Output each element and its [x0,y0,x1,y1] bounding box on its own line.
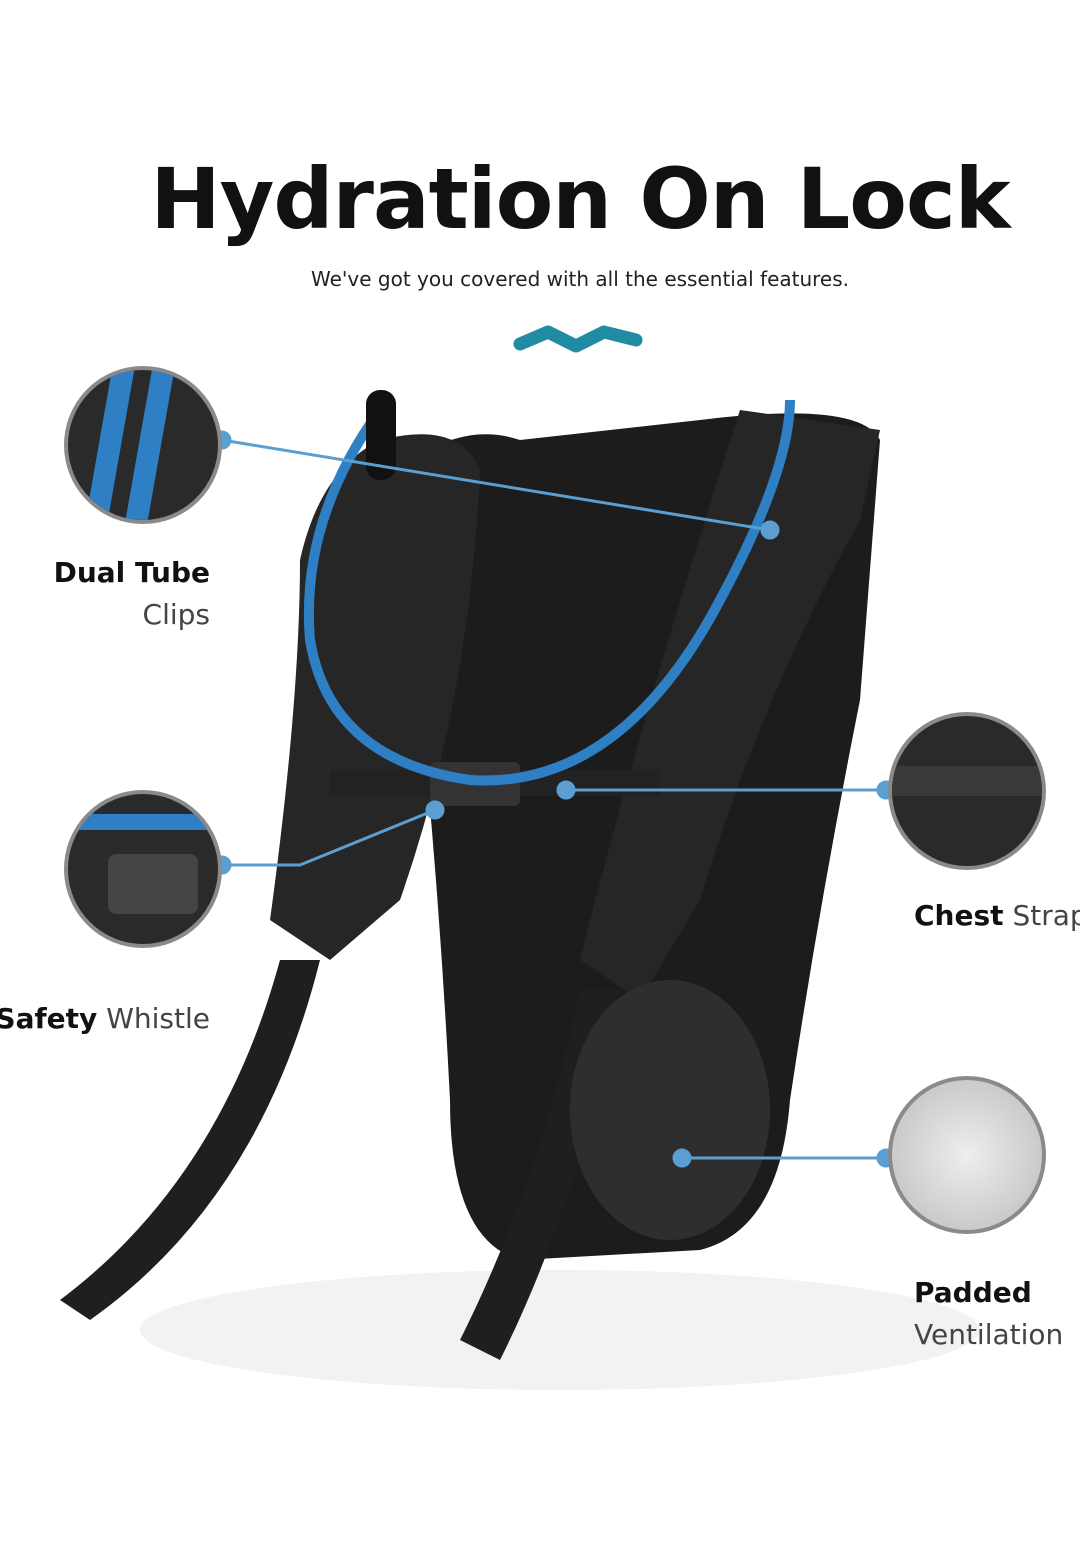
feature-bold: Dual Tube [53,556,210,589]
feature-light: Whistle [106,1002,210,1035]
chest-strap-closeup [888,712,1046,870]
feature-label-safety-whistle: Safety Whistle [0,998,210,1040]
feature-label-chest-strap: Chest Strap [914,895,1080,937]
feature-bold: Safety [0,1002,98,1035]
padded-mesh-closeup [888,1076,1046,1234]
dual-tube-clip-closeup [64,366,222,524]
safety-whistle-closeup [64,790,222,948]
feature-light: Ventilation [914,1318,1064,1351]
feature-label-padded-ventilation: Padded Ventilation [914,1272,1063,1356]
feature-label-dual-tube: Dual Tube Clips [54,552,210,636]
feature-light: Strap [1012,899,1080,932]
feature-light: Clips [142,598,210,631]
page-title: Hydration On Lock [150,150,1010,248]
page-subtitle: We've got you covered with all the essen… [310,267,850,291]
feature-bold: Padded [914,1276,1032,1309]
wave-divider-icon [513,325,643,353]
feature-bold: Chest [914,899,1004,932]
